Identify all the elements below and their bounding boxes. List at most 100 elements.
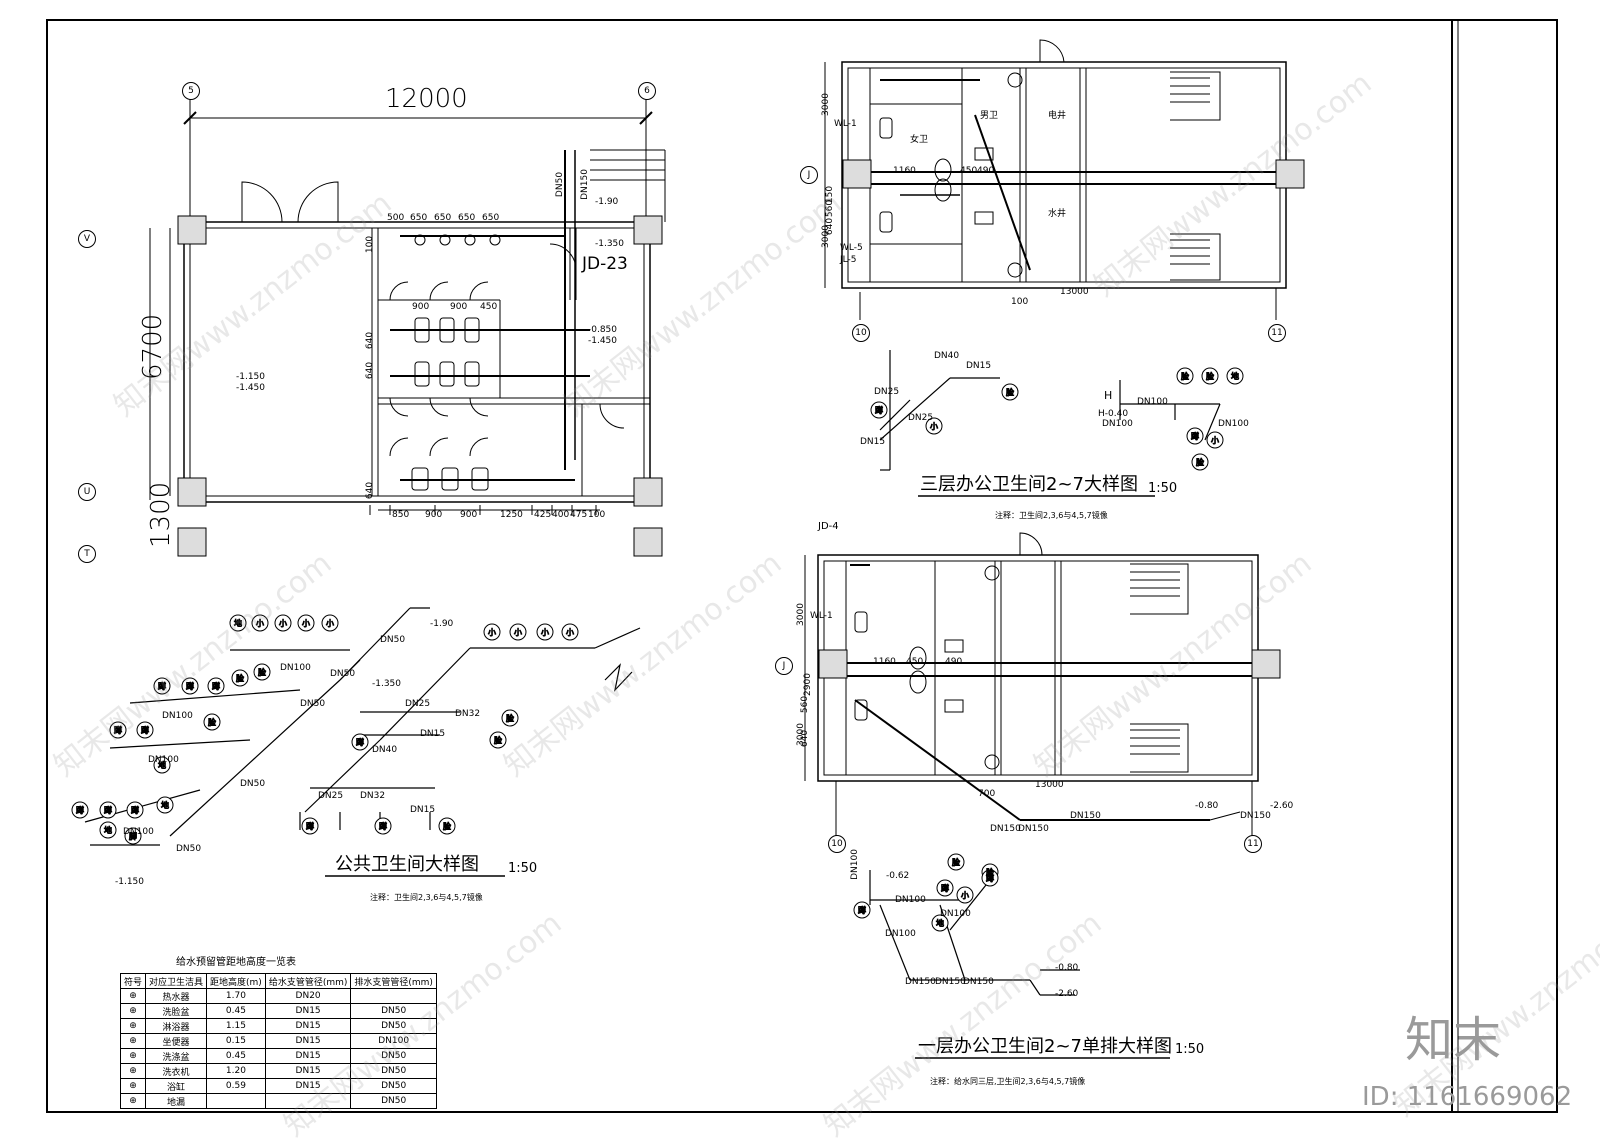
first-dim-mid-1: 1160: [873, 657, 896, 667]
fixture-label: 蹲: [186, 681, 194, 691]
third-dim-mid-4: 100: [1011, 297, 1029, 307]
third-iso-dn-5: DN15: [860, 437, 886, 447]
fixture-label: 地: [1231, 371, 1239, 381]
axis-bubble-u: U: [78, 483, 96, 501]
first-dim-mid-2: 450: [906, 657, 924, 667]
fixture-label: 蹲: [858, 905, 866, 915]
table-cell: DN15: [264, 1048, 352, 1064]
public-toilet-scale: 1:50: [508, 861, 538, 876]
axis-bubble-10-first: 10: [828, 835, 846, 853]
fixture-label: 小: [514, 628, 522, 637]
first-floor-plan: [804, 532, 1281, 840]
fixture-label: 小: [326, 619, 334, 628]
third-floor-title: 三层办公卫生间2~7大样图: [920, 474, 1138, 495]
fixture-label: 小: [566, 628, 574, 637]
fixture-label: 小: [488, 628, 496, 637]
third-room-4: 水井: [1048, 209, 1067, 219]
table-cell: DN50: [350, 1003, 437, 1019]
bottom-dim-3: 900: [460, 510, 478, 520]
bottom-dim-4: 1250: [500, 510, 523, 520]
third-wl-5: WL-5: [840, 243, 863, 253]
fixture-label: 蹲: [131, 805, 139, 815]
table-cell: DN15: [264, 1063, 352, 1079]
table-header-cell: 对应卫生洁具: [145, 973, 208, 989]
first-dim-left-2: 2900: [802, 673, 813, 696]
row-dim-2: 900: [450, 302, 468, 312]
fixture-label: 蹲: [306, 821, 314, 831]
iso-dn-6: DN50: [380, 635, 406, 645]
fixture-label: 蹲: [114, 725, 122, 735]
first-dn-bottom-3: DN150: [1070, 811, 1101, 821]
table-cell: [206, 1093, 266, 1109]
first-iso-elev-1: -0.62: [886, 871, 910, 881]
fixture-label: 脸: [494, 735, 502, 745]
third-wl-1: WL-1: [834, 119, 857, 129]
fixture-label: 蹲: [941, 883, 949, 893]
table-cell: 1.20: [206, 1063, 266, 1079]
fixture-label: 脸: [208, 717, 216, 727]
fixture-label: 脸: [1206, 371, 1214, 381]
first-wl-label: WL-1: [810, 611, 833, 621]
first-dim-mid-3: 490: [945, 657, 963, 667]
third-iso-dn-8: DN100: [1218, 419, 1249, 429]
fixture-label: 脸: [952, 857, 960, 867]
table-title: 给水预留管距地高度一览表: [176, 957, 296, 968]
first-dn-bottom-1: DN150: [990, 824, 1021, 834]
fixture-label: 脸: [986, 867, 994, 877]
first-elev-b: -2.60: [1270, 801, 1294, 811]
axis-bubble-t: T: [78, 545, 96, 563]
table-header-row: 符号 对应卫生洁具 距地高度(m) 给水支管管径(mm) 排水支管管径(mm): [119, 973, 437, 989]
table-cell: ⊕: [119, 1078, 147, 1094]
left-dim-4: 640: [365, 481, 376, 500]
top-dim-2: 650: [410, 213, 428, 223]
table-cell: [264, 1093, 352, 1109]
table-cell: DN50: [350, 1078, 437, 1094]
fixture-label: 地: [158, 760, 166, 770]
first-iso-dn-3: DN100: [940, 909, 971, 919]
table-cell: DN100: [350, 1033, 437, 1049]
table-cell: 洗衣机: [145, 1063, 208, 1079]
public-toilet-title: 公共卫生间大样图: [335, 854, 479, 875]
brand-id: ID: 1161669062: [1362, 1082, 1573, 1112]
iso-dn-11: DN32: [455, 709, 481, 719]
iso-dn-4: DN50: [300, 699, 326, 709]
first-elev-a: -0.80: [1195, 801, 1219, 811]
third-iso-dn-6: DN100: [1137, 397, 1168, 407]
table-cell: ⊕: [119, 1063, 147, 1079]
first-iso-dn-2: DN100: [849, 849, 860, 880]
table-cell: ⊕: [119, 988, 147, 1004]
fixture-label: 小: [256, 619, 264, 628]
first-dim-left-3: 560: [800, 695, 811, 714]
axis-bubble-v: V: [78, 230, 96, 248]
fixture-label: 蹲: [1191, 431, 1199, 441]
first-iso-dn-7: DN100: [885, 929, 916, 939]
axis-bubble-10-third: 10: [852, 324, 870, 342]
table-cell: ⊕: [119, 1018, 147, 1034]
third-room-3: 电井: [1048, 111, 1067, 121]
table-cell: 淋浴器: [145, 1018, 208, 1034]
row-dim-1: 900: [412, 302, 430, 312]
axis-bubble-j-third: J: [800, 166, 818, 184]
public-toilet-plan: [149, 98, 666, 557]
third-room-1: 女卫: [910, 135, 929, 145]
table-cell: DN50: [350, 1048, 437, 1064]
table-cell: 洗脸盆: [145, 1003, 208, 1019]
first-floor-note: 注释：给水同三层,卫生间2,3,6与4,5,7镜像: [930, 1077, 1086, 1086]
table-cell: 热水器: [145, 988, 208, 1004]
elevation-2: -1.350: [595, 239, 625, 249]
first-floor-scale: 1:50: [1175, 1042, 1205, 1057]
iso-dn-2: DN100: [162, 711, 193, 721]
bottom-dim-7: 475: [570, 510, 588, 520]
fixture-label: 脸: [506, 713, 514, 723]
third-dim-left-3: 560: [825, 199, 836, 218]
iso-elev-2: -1.350: [372, 679, 402, 689]
first-iso-dn-6: DN150: [963, 977, 994, 987]
iso-dn-16: DN15: [410, 805, 436, 815]
elevation-5: -1.150: [236, 372, 266, 382]
table-header-cell: 符号: [119, 973, 147, 989]
table-cell: [350, 988, 437, 1004]
top-dim-3: 650: [434, 213, 452, 223]
